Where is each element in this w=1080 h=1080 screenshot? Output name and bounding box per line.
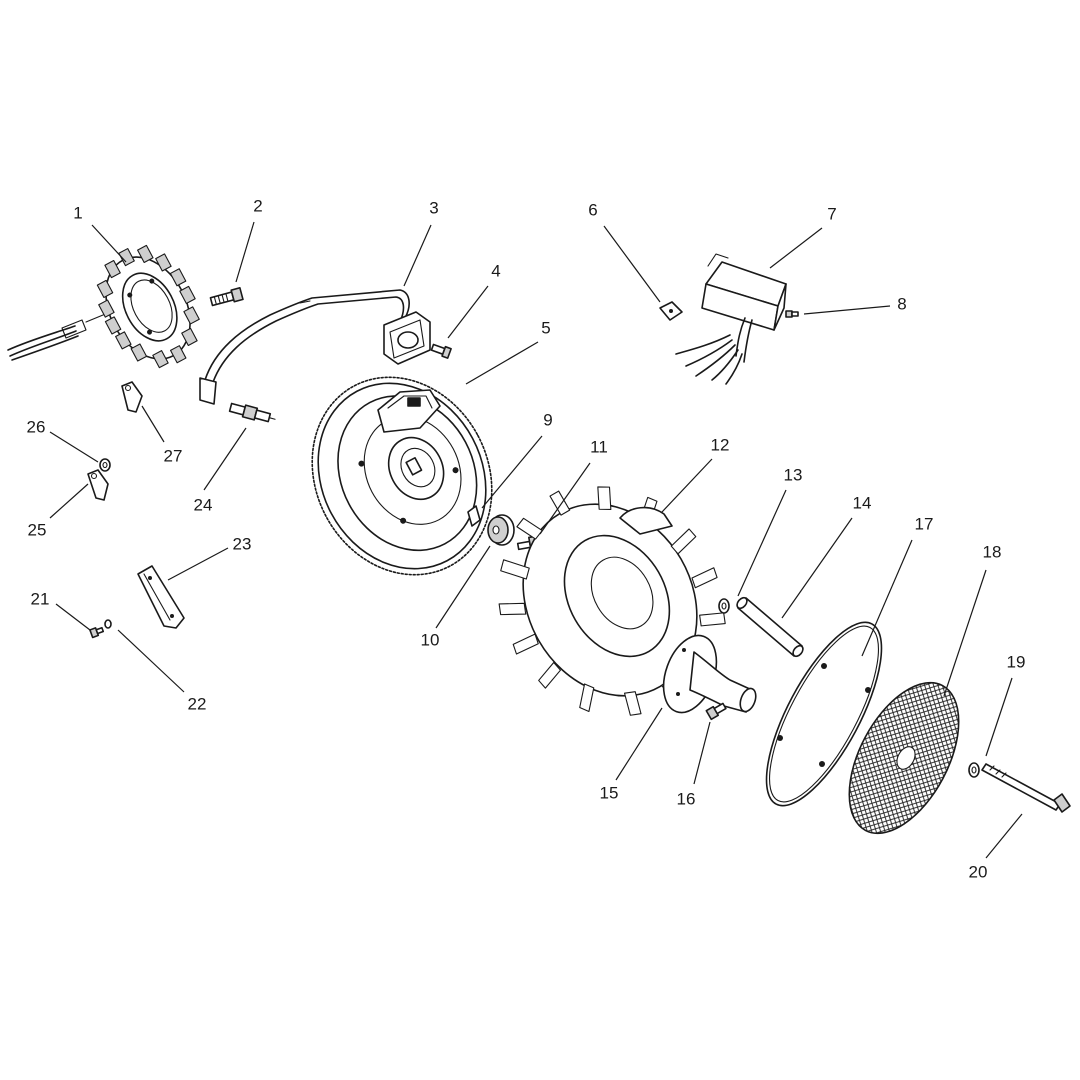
- leader-26: [49, 431, 99, 463]
- leader-13: [737, 489, 787, 597]
- callout-9: 9: [543, 410, 552, 429]
- leader-4: [447, 285, 489, 339]
- part-tube-14: [736, 596, 804, 658]
- leader-18: [943, 569, 987, 697]
- part-bolt-20: [981, 763, 1071, 813]
- leader-27: [141, 405, 165, 443]
- part-terminal-27: [121, 381, 143, 413]
- callout-17: 17: [915, 514, 934, 533]
- callout-13: 13: [784, 465, 803, 484]
- callout-5: 5: [541, 318, 550, 337]
- callout-10: 10: [421, 630, 440, 649]
- callout-11: 11: [590, 437, 608, 456]
- part-bolt-16: [705, 702, 727, 721]
- leader-10: [435, 545, 491, 629]
- part-screen-18: [848, 681, 960, 835]
- part-screw-4: [430, 343, 452, 359]
- leader-15: [615, 707, 663, 781]
- callout-labels: 1 2 3 4 5 6 7 8 9 10 11 12 13 14 15 16 1…: [27, 196, 1026, 881]
- leader-2: [235, 221, 255, 283]
- callout-8: 8: [897, 294, 906, 313]
- part-bracket-23: [137, 565, 185, 629]
- callout-18: 18: [983, 542, 1002, 561]
- part-hub-15: [662, 634, 757, 714]
- part-ring-17: [765, 621, 883, 807]
- callout-14: 14: [853, 493, 872, 512]
- leader-lines: [49, 221, 1023, 859]
- callout-22: 22: [188, 694, 207, 713]
- callout-26: 26: [27, 417, 46, 436]
- leader-3: [403, 224, 432, 287]
- callout-1: 1: [73, 203, 82, 222]
- callout-23: 23: [233, 534, 252, 553]
- leader-8: [803, 305, 891, 315]
- callout-24: 24: [194, 495, 213, 514]
- callout-16: 16: [677, 789, 696, 808]
- leader-12: [661, 458, 713, 513]
- part-screw-21: [89, 626, 105, 639]
- leader-25: [49, 483, 89, 519]
- part-flywheel: [311, 376, 493, 576]
- callout-21: 21: [31, 589, 50, 608]
- part-stator: [7, 244, 200, 369]
- part-washer-26: [99, 458, 111, 472]
- callout-20: 20: [969, 862, 988, 881]
- callout-19: 19: [1007, 652, 1026, 671]
- part-regulator: [675, 253, 787, 385]
- leader-24: [203, 427, 247, 491]
- part-washer-10: [487, 514, 515, 546]
- part-ignition-module: [199, 289, 431, 405]
- leader-14: [781, 517, 853, 619]
- leader-5: [465, 341, 539, 385]
- leader-7: [769, 227, 823, 269]
- callout-25: 25: [28, 520, 47, 539]
- leader-19: [985, 677, 1013, 757]
- leader-1: [91, 224, 127, 263]
- callout-15: 15: [600, 783, 619, 802]
- callout-3: 3: [429, 198, 438, 217]
- leader-16: [693, 721, 711, 785]
- part-nut-6: [659, 301, 683, 321]
- part-terminal-25: [87, 469, 109, 501]
- callout-2: 2: [253, 196, 262, 215]
- leader-11: [539, 462, 591, 535]
- leader-9: [481, 435, 543, 509]
- callout-4: 4: [491, 261, 500, 280]
- part-washer-13: [718, 598, 730, 614]
- part-screw-2: [209, 287, 244, 307]
- leader-23: [167, 547, 229, 581]
- callout-27: 27: [164, 446, 183, 465]
- callout-7: 7: [827, 204, 836, 223]
- leader-6: [603, 225, 661, 303]
- part-screw-8: [785, 310, 799, 318]
- leader-17: [861, 539, 913, 657]
- callout-12: 12: [711, 435, 730, 454]
- leader-21: [55, 603, 91, 631]
- leader-20: [985, 813, 1023, 859]
- part-washer-19: [968, 762, 980, 778]
- part-washer-22: [104, 619, 112, 629]
- part-key-9: [467, 505, 481, 527]
- leader-22: [117, 629, 185, 693]
- part-spark-plug-24: [228, 402, 276, 423]
- callout-6: 6: [588, 200, 597, 219]
